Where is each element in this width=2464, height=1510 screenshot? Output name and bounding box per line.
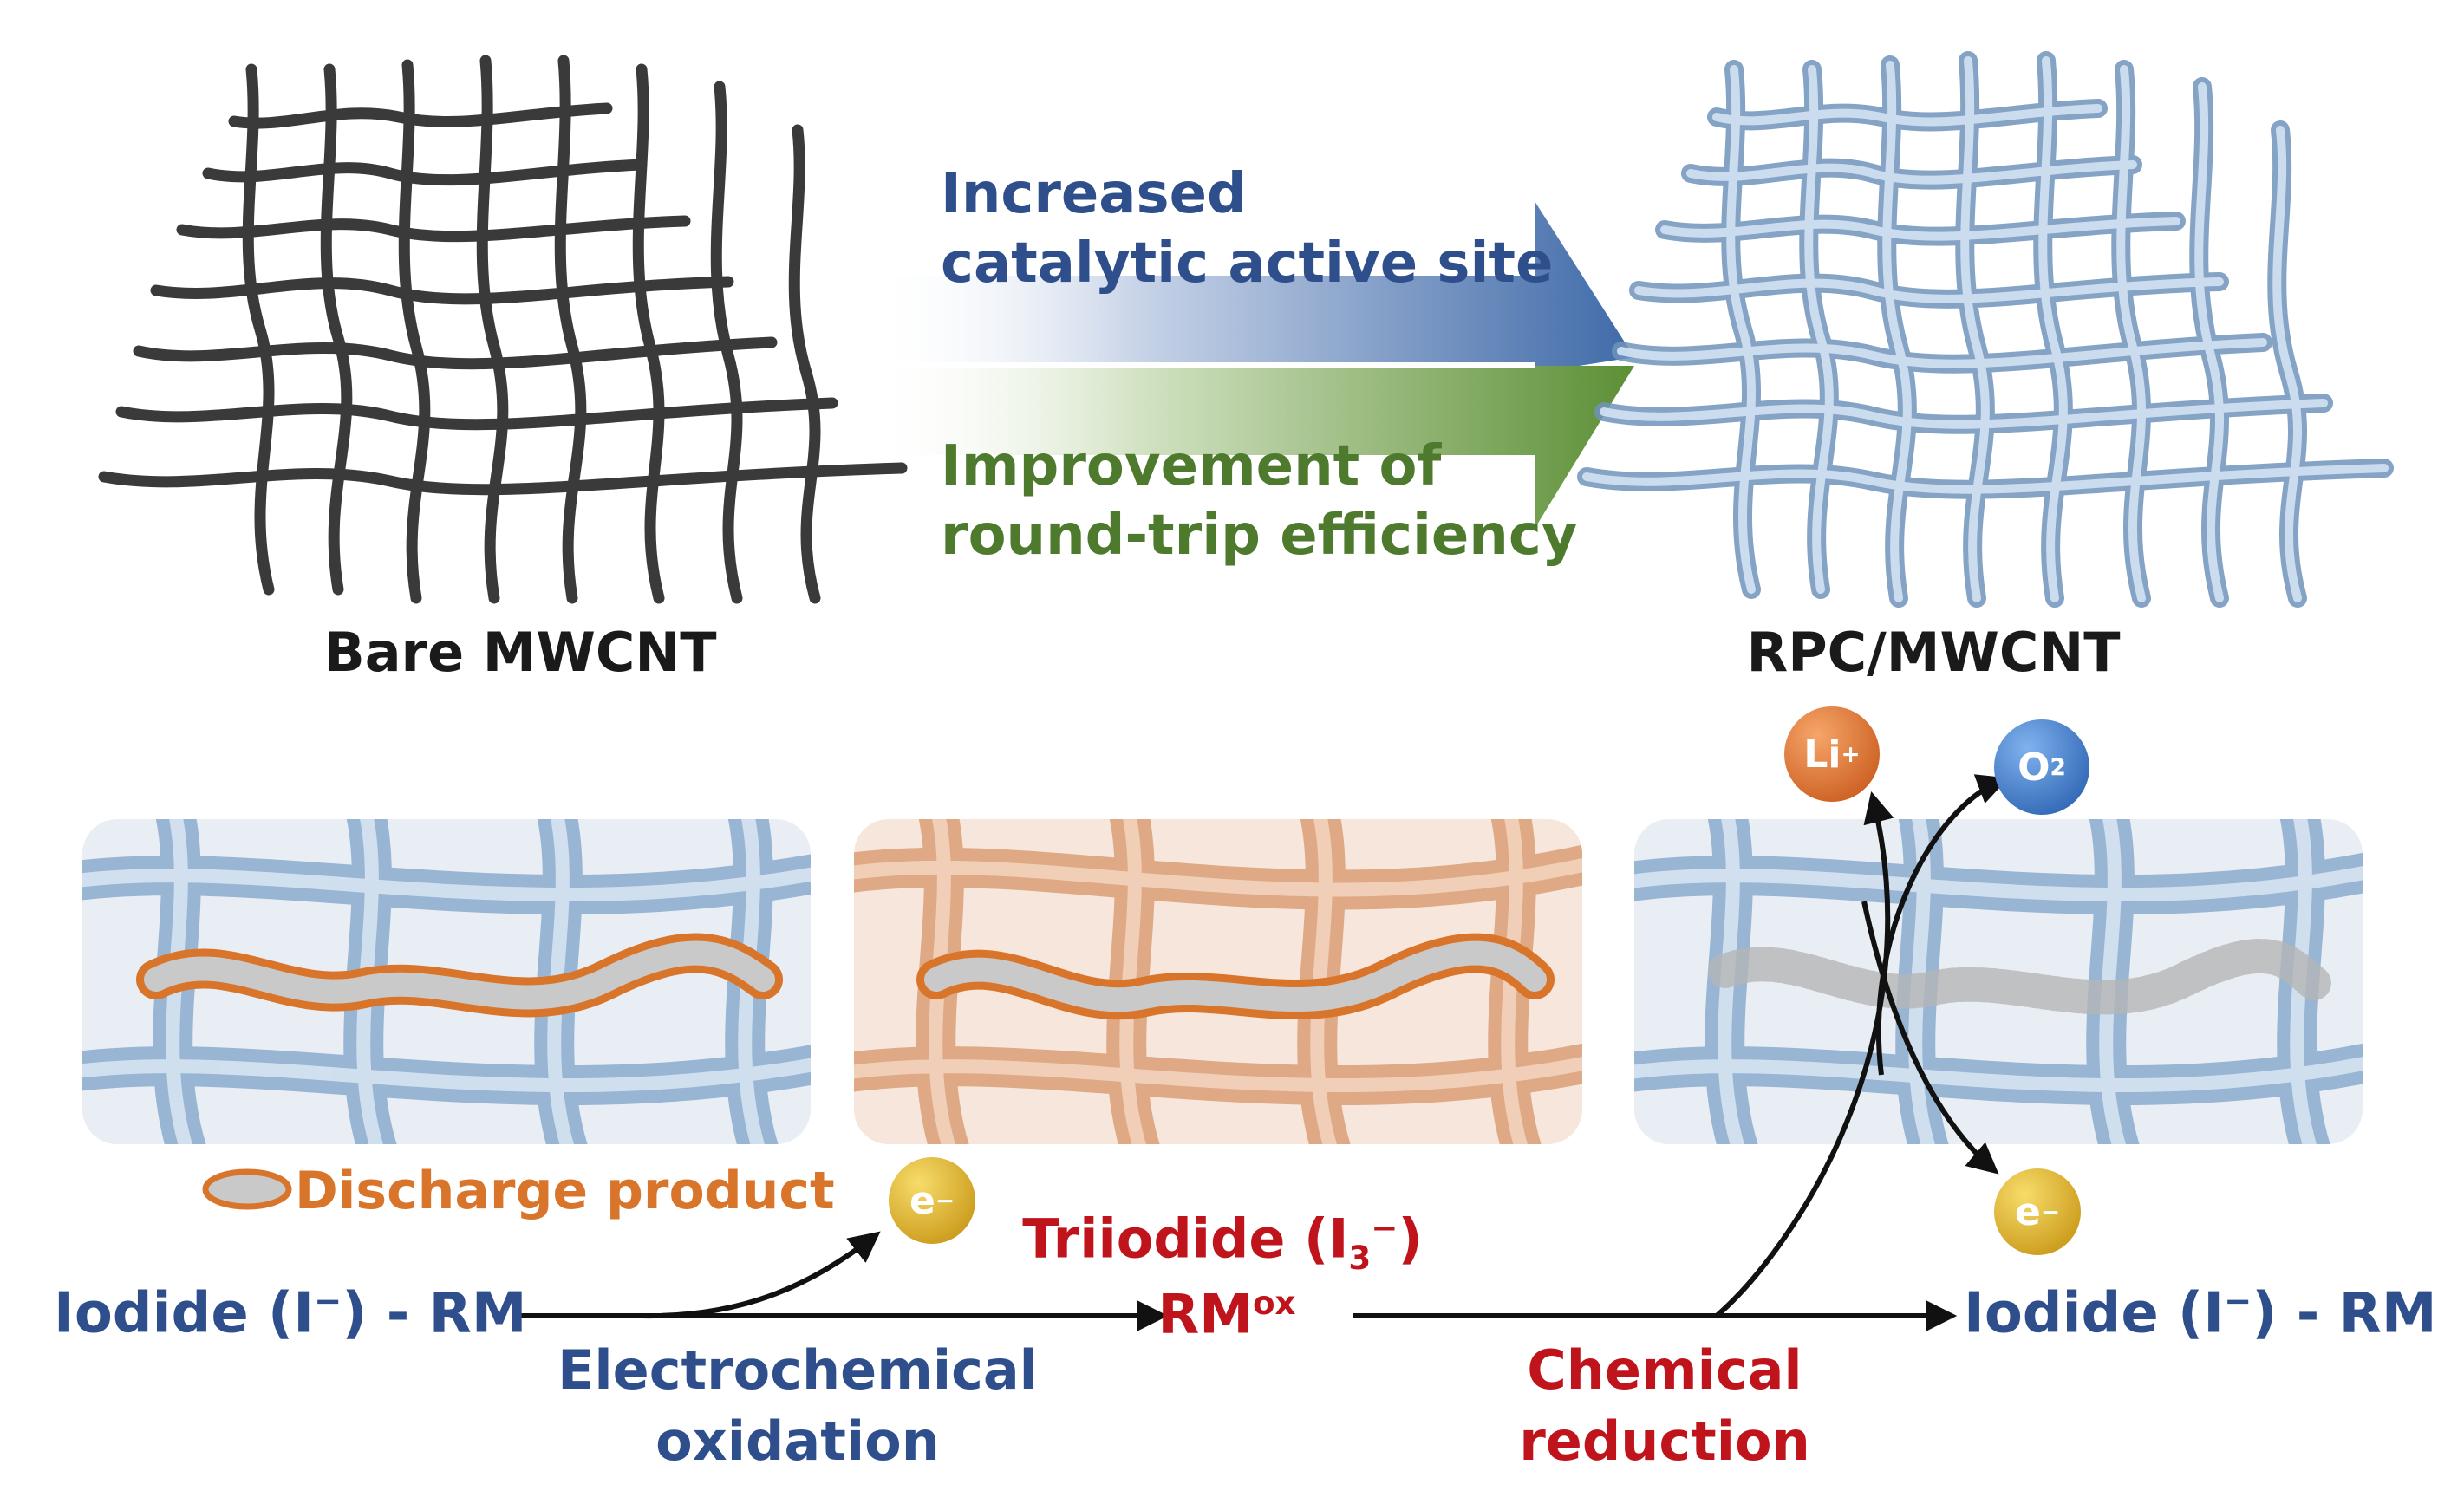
panel-reduction <box>1634 819 2363 1144</box>
discharge-product-icon <box>202 1168 292 1210</box>
discharge-product-label: Discharge product <box>295 1161 835 1221</box>
triiodide-label: Triiodide (I3−) <box>1022 1207 1423 1278</box>
step1-line1: Electrochemical <box>557 1338 1038 1402</box>
panel-oxidation <box>854 819 1582 1144</box>
reaction-arrows <box>512 774 2009 1331</box>
step2-line2: reduction <box>1519 1409 1810 1473</box>
end-iodide-label: Iodide (I−) - RM <box>1964 1281 2437 1346</box>
rpc-mwcnt-label: RPC/MWCNT <box>1746 621 2121 684</box>
li-ion-icon: Li+ <box>1784 706 1880 802</box>
rpc-mwcnt-mesh <box>1577 51 2394 608</box>
arrow-bottom-line1: Improvement of <box>941 434 1442 498</box>
arrow-top-line2: catalytic active site <box>941 231 1554 296</box>
bare-mwcnt-label: Bare MWCNT <box>323 621 717 684</box>
panel-discharge <box>82 819 811 1144</box>
arrow-round-trip <box>867 366 1634 529</box>
electron-icon-right: e− <box>1994 1168 2081 1255</box>
arrow-catalytic-site <box>867 201 1634 373</box>
arrow-top-line1: Increased <box>941 162 1247 226</box>
electron-icon-left: e− <box>889 1157 975 1244</box>
step2-line1: Chemical <box>1527 1338 1802 1402</box>
start-iodide-label: Iodide (I−) - RM <box>54 1281 527 1346</box>
arrow-bottom-line2: round-trip efficiency <box>941 504 1578 568</box>
bare-mwcnt-mesh <box>98 55 908 604</box>
step1-line2: oxidation <box>655 1409 940 1473</box>
rm-ox-label: RMox <box>1157 1282 1296 1346</box>
